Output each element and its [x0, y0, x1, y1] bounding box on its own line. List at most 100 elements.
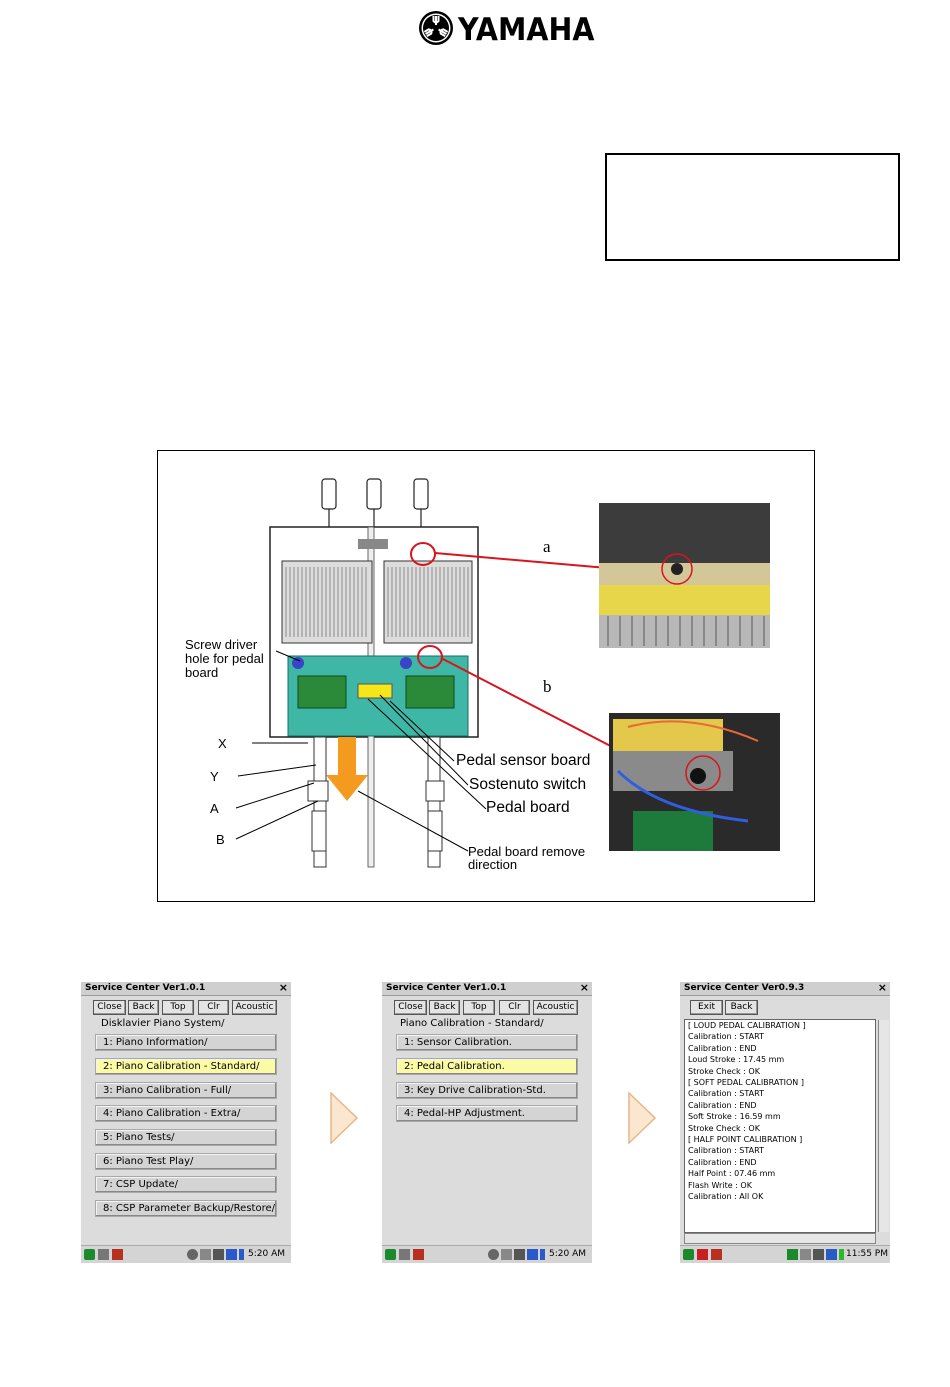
start-icon[interactable] — [683, 1249, 694, 1260]
menu-item-piano-calibration-extra[interactable]: 4: Piano Calibration - Extra/ — [95, 1105, 277, 1122]
label-a: A — [210, 801, 219, 816]
yamaha-logo: YAMAHA — [418, 10, 594, 48]
screen-calibration-menu: Service Center Ver1.0.1 × Close Back Top… — [382, 982, 592, 1263]
menu-item-pedal-calibration[interactable]: 2: Pedal Calibration. — [396, 1058, 578, 1075]
clock: 5:20 AM — [248, 1249, 285, 1259]
battery-icon — [540, 1249, 545, 1260]
back-button[interactable]: Back — [128, 1000, 159, 1015]
callout-b-label: b — [543, 677, 552, 696]
window-title: Service Center Ver1.0.1 — [386, 983, 507, 993]
log-line: Calibration : END — [688, 1157, 757, 1167]
network-icon[interactable] — [226, 1249, 237, 1260]
next-step-arrow-icon — [330, 1092, 358, 1144]
sostenuto-switch-label: Sostenuto switch — [469, 776, 587, 793]
exit-button[interactable]: Exit — [690, 1000, 723, 1015]
log-line: Loud Stroke : 17.45 mm — [688, 1055, 785, 1065]
taskbar: 5:20 AM — [81, 1245, 291, 1263]
breadcrumb: Disklavier Piano System/ — [101, 1018, 225, 1029]
blank-note-box — [605, 153, 900, 261]
menu-item-key-drive-calibration[interactable]: 3: Key Drive Calibration-Std. — [396, 1082, 578, 1099]
log-line: Calibration : START — [688, 1089, 764, 1099]
close-icon[interactable]: × — [877, 982, 887, 994]
menu-item-piano-calibration-standard[interactable]: 2: Piano Calibration - Standard/ — [95, 1058, 277, 1075]
menu-item-piano-calibration-full[interactable]: 3: Piano Calibration - Full/ — [95, 1082, 277, 1099]
photo-b — [609, 713, 780, 851]
start-icon[interactable] — [385, 1249, 396, 1260]
top-button[interactable]: Top — [162, 1000, 194, 1015]
app-icon[interactable] — [413, 1249, 424, 1260]
callout-a-label: a — [543, 537, 551, 556]
clock: 11:55 PM — [846, 1249, 888, 1259]
vertical-scrollbar[interactable] — [878, 1020, 889, 1232]
menu-item-piano-tests[interactable]: 5: Piano Tests/ — [95, 1129, 277, 1146]
log-line: Calibration : All OK — [688, 1192, 764, 1202]
log-line: [ LOUD PEDAL CALIBRATION ] — [688, 1021, 806, 1030]
screen-calibration-log: Service Center Ver0.9.3 × Exit Back [ LO… — [680, 982, 890, 1263]
menu-item-piano-information[interactable]: 1: Piano Information/ — [95, 1034, 277, 1051]
keyboard-icon[interactable] — [213, 1249, 224, 1260]
screwdriver-label-line2: hole for pedal — [185, 651, 264, 666]
app-icon[interactable] — [112, 1249, 123, 1260]
taskbar: 11:55 PM — [680, 1245, 890, 1263]
window-title: Service Center Ver1.0.1 — [85, 983, 206, 993]
back-button[interactable]: Back — [429, 1000, 460, 1015]
clr-button[interactable]: Clr — [499, 1000, 530, 1015]
menu-item-sensor-calibration[interactable]: 1: Sensor Calibration. — [396, 1034, 578, 1051]
top-button[interactable]: Top — [463, 1000, 495, 1015]
log-line: Half Point : 07.46 mm — [688, 1169, 776, 1179]
clr-button[interactable]: Clr — [198, 1000, 229, 1015]
search-icon[interactable] — [187, 1249, 198, 1260]
volume-icon[interactable] — [200, 1249, 211, 1260]
network-icon[interactable] — [527, 1249, 538, 1260]
menu-item-piano-test-play[interactable]: 6: Piano Test Play/ — [95, 1153, 277, 1170]
pedal-board-figure: a b Screw driver hole for pedal board X … — [157, 450, 815, 902]
tuning-fork-emblem-icon — [419, 11, 453, 45]
battery-icon — [839, 1249, 844, 1260]
start-icon[interactable] — [84, 1249, 95, 1260]
remove-direction-line1: Pedal board remove — [468, 844, 586, 859]
close-icon[interactable]: × — [278, 982, 288, 994]
keyboard-icon[interactable] — [813, 1249, 824, 1260]
help-icon[interactable] — [697, 1249, 708, 1260]
log-line: Calibration : END — [688, 1043, 757, 1053]
search-icon[interactable] — [488, 1249, 499, 1260]
log-line: Calibration : START — [688, 1146, 764, 1156]
horizontal-scrollbar[interactable] — [684, 1233, 876, 1244]
menu-item-csp-update[interactable]: 7: CSP Update/ — [95, 1176, 277, 1193]
volume-icon[interactable] — [501, 1249, 512, 1260]
photo-a — [599, 503, 770, 648]
screwdriver-label-line1: Screw driver — [185, 637, 258, 652]
log-line: Stroke Check : OK — [688, 1123, 760, 1133]
log-line: Stroke Check : OK — [688, 1066, 760, 1076]
remove-direction-line2: direction — [468, 857, 518, 872]
brand-wordmark: YAMAHA — [458, 12, 595, 48]
menu-item-pedal-hp-adjustment[interactable]: 4: Pedal-HP Adjustment. — [396, 1105, 578, 1122]
window-title-bar: Service Center Ver1.0.1 × — [81, 982, 291, 996]
pedal-board-diagram — [235, 478, 780, 868]
connection-icon[interactable] — [787, 1249, 798, 1260]
acoustic-button[interactable]: Acoustic — [232, 1000, 277, 1015]
back-button[interactable]: Back — [725, 1000, 758, 1015]
window-title: Service Center Ver0.9.3 — [684, 983, 805, 993]
pedal-board-label: Pedal board — [486, 799, 570, 816]
log-line: Flash Write : OK — [688, 1180, 752, 1190]
tool-icon[interactable] — [98, 1249, 109, 1260]
label-b: B — [216, 832, 225, 847]
acoustic-button[interactable]: Acoustic — [533, 1000, 578, 1015]
taskbar: 5:20 AM — [382, 1245, 592, 1263]
screen-main-menu: Service Center Ver1.0.1 × Close Back Top… — [81, 982, 291, 1263]
window-title-bar: Service Center Ver0.9.3 × — [680, 982, 890, 996]
app-icon[interactable] — [711, 1249, 722, 1260]
close-button[interactable]: Close — [93, 1000, 126, 1015]
log-line: Soft Stroke : 16.59 mm — [688, 1112, 781, 1122]
volume-icon[interactable] — [800, 1249, 811, 1260]
next-step-arrow-icon — [628, 1092, 656, 1144]
close-button[interactable]: Close — [394, 1000, 427, 1015]
battery-icon — [239, 1249, 244, 1260]
keyboard-icon[interactable] — [514, 1249, 525, 1260]
menu-item-csp-backup-restore[interactable]: 8: CSP Parameter Backup/Restore/ — [95, 1200, 277, 1217]
close-icon[interactable]: × — [579, 982, 589, 994]
tool-icon[interactable] — [399, 1249, 410, 1260]
clock: 5:20 AM — [549, 1249, 586, 1259]
network-icon[interactable] — [826, 1249, 837, 1260]
